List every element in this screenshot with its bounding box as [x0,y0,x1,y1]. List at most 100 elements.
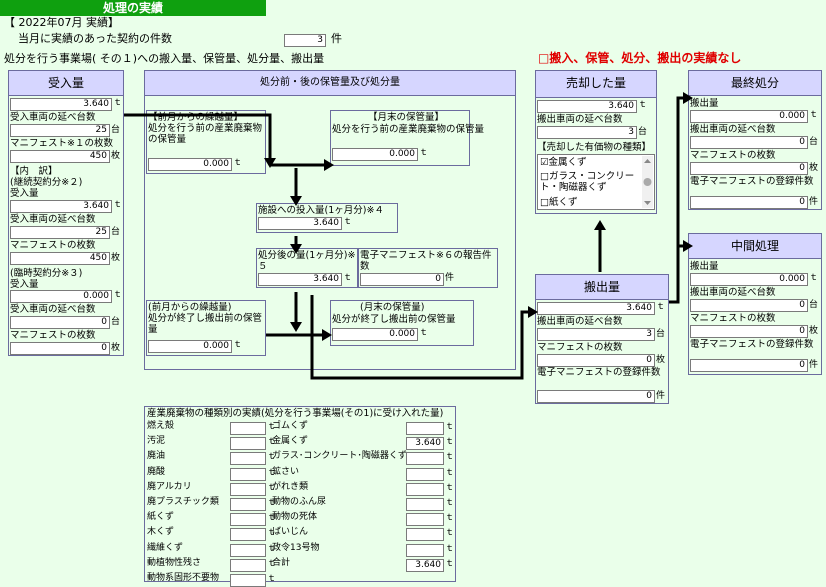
waste-left-label: 動物系固形不要物 [147,573,220,583]
unit-sheet: 枚 [111,253,121,263]
waste-right-input[interactable] [406,422,444,435]
inter-vehicles-label: 搬出車両の延べ台数 [690,287,776,298]
lt-vehicles[interactable]: 25 [10,226,110,239]
unit-sheet: 枚 [809,326,819,336]
after-value[interactable]: 3.640 [258,273,342,286]
waste-table [144,406,456,582]
waste-right-input[interactable] [406,482,444,496]
waste-right-label: 動物の死体 [272,512,318,523]
received-amount[interactable]: 3.640 [10,98,112,111]
type-checkbox-1[interactable]: □ [540,171,549,182]
unit-t: ｔ [267,467,277,478]
list-scrollbar[interactable] [642,156,653,208]
tmp-manifest-label: マニフェストの枚数 [10,330,96,341]
carry2-label: (前月からの繰越量) [148,302,232,313]
type-item-2[interactable]: □紙くず [540,197,578,208]
waste-left-input[interactable] [230,452,266,466]
received-manifest-label: マニフェスト※１の枚数 [10,138,113,149]
waste-left-label: 繊維くず [147,542,184,553]
tmp-amount[interactable]: 0.000 [10,290,112,303]
unit-t: ｔ [113,200,123,210]
final-vehicles[interactable]: 0 [690,136,808,149]
tmp-manifest[interactable]: 0 [10,342,110,355]
unit-t: ｔ [267,452,277,463]
waste-right-input[interactable] [406,498,444,511]
input-value[interactable]: 3.640 [258,217,342,230]
waste-left-input[interactable] [230,498,266,511]
type-checkbox-0[interactable]: ☑ [540,157,549,168]
shipped-emanifest[interactable]: 0 [537,390,655,403]
inter-emanifest-label: 電子マニフェストの登録件数 [690,339,814,350]
lt-manifest[interactable]: 450 [10,252,110,265]
waste-right-input[interactable]: 3.640 [406,437,444,451]
no-record-checkbox[interactable]: □搬入、保管、処分、搬出の実績なし [538,51,742,65]
long-term-label: (継続契約分※２) [10,177,83,188]
waste-left-input[interactable] [230,558,266,572]
waste-left-input[interactable] [230,422,266,435]
waste-left-input[interactable] [230,543,266,557]
received-vehicles[interactable]: 25 [10,124,110,137]
after-label: 処分後の量(1ヶ月分)※５ [258,250,356,272]
waste-left-input[interactable] [230,574,266,587]
unit-t: ｔ [445,482,455,493]
received-manifest[interactable]: 450 [10,150,110,163]
unit-t: ｔ [445,498,455,508]
waste-left-input[interactable] [230,482,266,496]
waste-left-label: 廃油 [147,451,166,462]
sold-header: 売却した量 [535,70,657,98]
shipped-manifest[interactable]: 0 [537,354,655,367]
shipped-amount[interactable]: 3.640 [537,302,655,315]
waste-left-input[interactable] [230,437,266,451]
period-label: 【 2022年07月 実績】 [4,16,119,29]
waste-right-input[interactable]: 3.640 [406,558,444,572]
lt-amount[interactable]: 3.640 [10,200,112,213]
inter-vehicles[interactable]: 0 [690,299,808,312]
contracts-input[interactable]: 3 [284,34,326,47]
waste-left-input[interactable] [230,528,266,542]
unit-case: 件 [445,273,455,283]
inter-manifest[interactable]: 0 [690,325,808,338]
waste-right-input[interactable] [406,513,444,527]
waste-left-label: 廃酸 [147,466,166,477]
waste-left-label: 動植物性残さ [147,557,202,568]
unit-t: ｔ [638,100,648,110]
sold-types-list[interactable]: ☑金属くず □ガラス・コンクリート・陶磁器くず □紙くず [537,154,655,210]
waste-right-input[interactable] [406,467,444,481]
final-emanifest[interactable]: 0 [690,196,808,209]
shipped-vehicles-label: 搬出車両の延べ台数 [537,316,623,327]
type-item-1[interactable]: □ガラス・コンクリート・陶磁器くず [540,171,635,193]
unit-t: ｔ [809,110,819,120]
unit-t: ｔ [445,467,455,478]
storage-header: 処分前・後の保管量及び処分量 [144,70,516,96]
shipped-vehicles[interactable]: 3 [537,328,655,341]
unit-vehicle: 台 [656,329,666,339]
tmp-vehicles[interactable]: 0 [10,316,110,329]
unit-vehicle: 台 [111,227,121,237]
inter-emanifest[interactable]: 0 [690,359,808,372]
type-checkbox-2[interactable]: □ [540,197,549,208]
final-manifest[interactable]: 0 [690,162,808,175]
carry-value[interactable]: 0.000 [148,158,232,171]
emanifest-value[interactable]: 0 [360,273,444,286]
sold-vehicles[interactable]: 3 [537,126,637,139]
unit-t: ｔ [267,422,277,432]
sold-amount[interactable]: 3.640 [537,100,637,113]
type-item-0[interactable]: ☑金属くず [540,157,587,168]
waste-right-input[interactable] [406,543,444,557]
waste-right-input[interactable] [406,528,444,542]
carry2-value[interactable]: 0.000 [148,340,232,353]
waste-right-label: がれき類 [272,481,309,492]
unit-sheet: 枚 [656,355,666,365]
waste-right-label: ばいじん [272,527,309,538]
unit-vehicle: 台 [809,137,819,147]
waste-left-input[interactable] [230,467,266,481]
end2-value[interactable]: 0.000 [332,328,418,341]
carry2-desc: 処分が終了し搬出前の保管量 [148,313,263,335]
waste-right-label: 鉱さい [272,466,300,477]
breakdown-label: 【内 訳】 [10,166,58,177]
end-value[interactable]: 0.000 [332,148,418,161]
final-amount[interactable]: 0.000 [690,110,808,123]
inter-amount[interactable]: 0.000 [690,273,808,286]
waste-right-input[interactable] [406,452,444,466]
waste-left-input[interactable] [230,513,266,527]
